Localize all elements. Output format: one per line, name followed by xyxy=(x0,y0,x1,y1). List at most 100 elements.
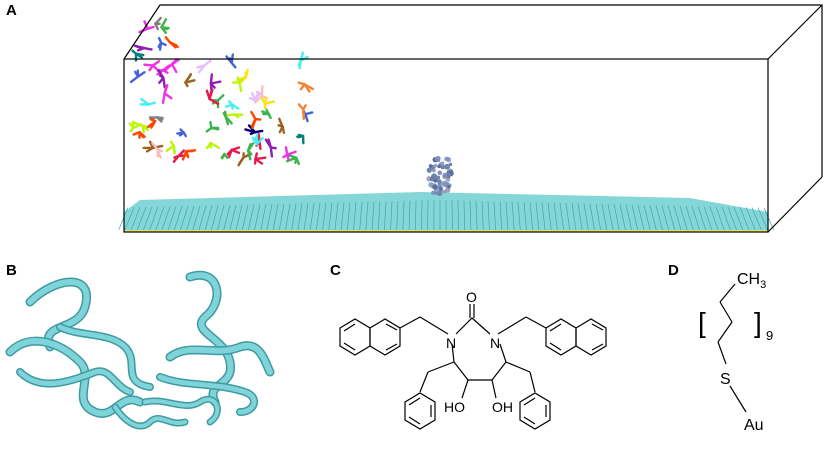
lattice-line xyxy=(266,204,273,231)
lattice-line xyxy=(529,202,534,231)
lattice-line xyxy=(421,200,423,231)
lattice-line xyxy=(186,205,195,231)
ligand-molecule xyxy=(264,138,277,158)
methyl-label: CH3 xyxy=(737,271,766,291)
ligand-molecule xyxy=(133,44,153,52)
lattice-line xyxy=(272,203,279,231)
lattice-line xyxy=(607,204,614,231)
ligand-molecule xyxy=(246,142,255,161)
simulation-box-panel xyxy=(118,4,823,233)
lattice-line xyxy=(757,207,768,231)
ligand-molecule xyxy=(157,36,167,51)
protein-atom xyxy=(436,175,441,180)
lattice-line xyxy=(559,202,564,231)
protein-ribbon-structure xyxy=(5,270,275,430)
lattice-line xyxy=(340,202,345,231)
lattice-line xyxy=(691,206,700,231)
ligand-molecule xyxy=(151,142,164,159)
ligand-molecule xyxy=(297,51,309,70)
ligand-molecule xyxy=(176,128,188,138)
lattice-line xyxy=(414,200,417,231)
lattice-line xyxy=(493,201,496,231)
lattice-line xyxy=(254,204,261,231)
lattice-line xyxy=(475,200,478,231)
lattice-line xyxy=(643,204,651,231)
lattice-line xyxy=(505,201,509,231)
lattice-line xyxy=(655,205,663,231)
protein-atom xyxy=(430,177,435,182)
lattice-line xyxy=(709,206,719,231)
ligand-molecule xyxy=(196,59,212,74)
lattice-line xyxy=(601,203,608,231)
surface-lattice-lines xyxy=(118,200,775,231)
protein-atom xyxy=(446,178,451,182)
ligand-molecule xyxy=(296,133,305,145)
ligand-molecule xyxy=(297,103,307,121)
lattice-line xyxy=(346,202,351,231)
lattice-line xyxy=(631,204,639,231)
lattice-line xyxy=(667,205,676,231)
hydroxyl-label: HO xyxy=(444,399,465,415)
ligand-molecule xyxy=(164,36,179,49)
lattice-line xyxy=(595,203,602,231)
ligand-molecule xyxy=(261,108,272,120)
lattice-line xyxy=(745,207,756,231)
lattice-line xyxy=(303,203,309,231)
ligand-molecule xyxy=(165,140,177,155)
naphthalene-ring xyxy=(575,318,607,356)
lattice-line xyxy=(697,206,707,231)
protein-atom xyxy=(431,190,436,195)
ligand-molecule xyxy=(248,91,261,102)
lattice-line xyxy=(463,200,466,231)
panel-label-a: A xyxy=(6,2,17,19)
lattice-line xyxy=(328,202,333,231)
gold-label: Au xyxy=(744,417,764,434)
lattice-line xyxy=(739,207,750,231)
protein-atom xyxy=(444,187,451,193)
ribbon-strand xyxy=(113,405,187,428)
bracket-left: [ xyxy=(698,307,706,338)
lattice-line xyxy=(365,201,369,231)
lattice-line xyxy=(353,202,357,231)
ligand-molecule xyxy=(129,69,146,84)
ligand-molecule xyxy=(131,49,145,62)
ligand-molecule xyxy=(205,141,220,150)
lattice-line xyxy=(637,204,645,231)
lattice-line xyxy=(278,203,285,231)
ligand-molecule xyxy=(277,117,286,135)
ligand-molecule xyxy=(172,149,187,163)
lattice-line xyxy=(359,201,363,231)
ligand-molecule xyxy=(161,84,173,105)
lattice-line xyxy=(118,207,129,231)
ligand-molecule xyxy=(251,133,264,146)
ligand-molecule xyxy=(132,131,146,139)
ligand-molecule xyxy=(148,116,164,123)
nitrogen-label: N xyxy=(490,335,500,351)
ligand-molecule xyxy=(139,97,156,106)
lattice-line xyxy=(469,200,472,231)
ligand-molecule xyxy=(184,72,196,88)
lattice-line xyxy=(457,200,459,231)
lattice-line xyxy=(673,205,682,231)
sulfur-label: S xyxy=(720,371,731,388)
lattice-line xyxy=(167,206,177,231)
lattice-line xyxy=(703,206,713,231)
ligand-molecule xyxy=(237,152,250,167)
ligand-molecule xyxy=(146,116,157,129)
lattice-line xyxy=(180,206,189,231)
lattice-line xyxy=(161,206,171,231)
protein-atom xyxy=(428,182,434,188)
lattice-line xyxy=(235,204,243,231)
lattice-line xyxy=(487,201,490,231)
lattice-line xyxy=(571,203,577,231)
lattice-line xyxy=(285,203,291,231)
ligand-molecule xyxy=(297,81,315,93)
lattice-line xyxy=(291,203,297,231)
lattice-line xyxy=(248,204,255,231)
ligand-molecule xyxy=(225,53,237,69)
lattice-line xyxy=(517,201,521,231)
lattice-line xyxy=(371,201,375,231)
lattice-line xyxy=(535,202,540,231)
panel-label-b: B xyxy=(6,262,17,279)
lattice-line xyxy=(390,201,393,231)
